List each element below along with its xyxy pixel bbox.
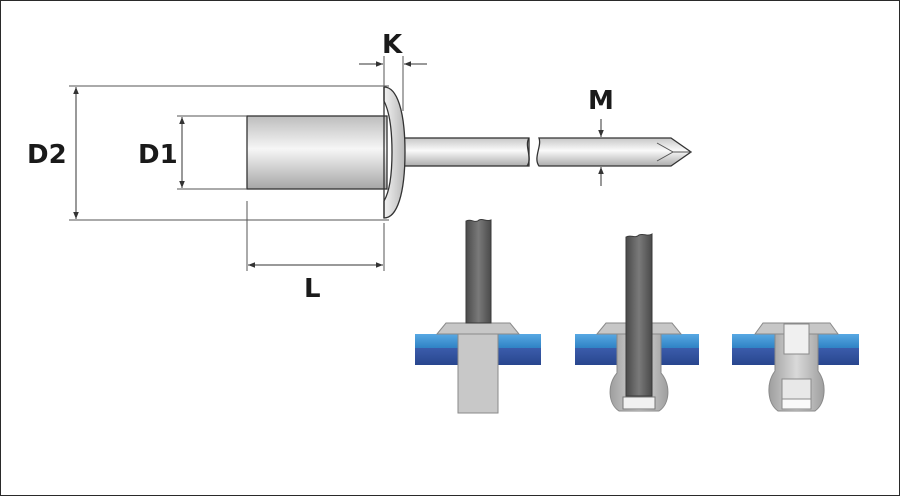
label-k: K [382,30,403,60]
mandrel-rod [625,233,653,397]
stage-insertion [415,218,541,414]
mandrel-break-left [526,137,530,167]
mandrel-rod [465,218,492,324]
rivet-body [246,115,388,190]
hollow-bore [783,323,810,355]
mandrel-shank-right [536,137,693,167]
rivet-elevation [246,86,693,219]
label-l: L [304,274,321,304]
label-d2: D2 [27,140,67,170]
label-m: M [588,86,614,116]
mandrel-head-base [781,398,812,410]
dimension-lines [69,56,604,271]
rivet-flange [435,322,521,335]
mandrel-head [622,396,656,410]
mandrel-tip-lines [656,142,691,162]
rivet-sleeve [457,333,499,414]
mandrel-shank-left [398,137,530,167]
stage-set [732,322,859,412]
label-d1: D1 [138,140,178,170]
stage-setting [575,233,699,412]
